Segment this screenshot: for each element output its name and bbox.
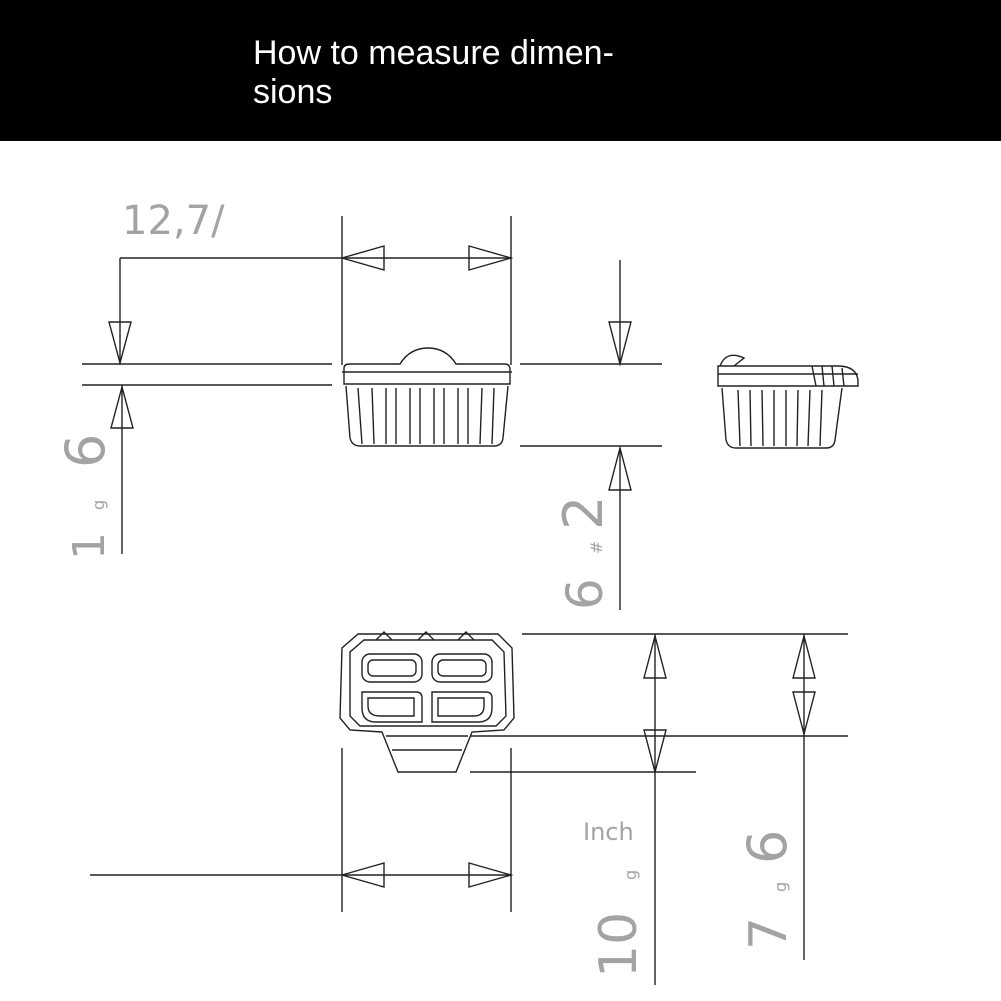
left-height-dimension xyxy=(82,258,332,554)
left-height-sub: g xyxy=(89,500,108,510)
lower-height-label-group: 7 g 6 xyxy=(736,830,799,950)
header-bar: How to measure dimen- sions xyxy=(0,0,1001,141)
width-label: 12,7/ xyxy=(122,198,225,244)
depth-label-group: 10 g xyxy=(589,870,649,978)
width-dimension-lines xyxy=(120,216,514,365)
unit-label: Inch xyxy=(583,818,634,846)
page-title: How to measure dimen- sions xyxy=(253,34,614,111)
left-height-end: 6 xyxy=(54,434,117,468)
left-height-label-group: 1 g 6 xyxy=(54,434,117,560)
part-bottom-view xyxy=(339,631,515,773)
lower-height-sub: g xyxy=(771,882,790,892)
part-front-view xyxy=(342,347,512,447)
depth-sub: g xyxy=(621,870,640,880)
bottom-view-dimensions xyxy=(470,633,848,985)
right-height-label-group: 6 # 2 xyxy=(552,496,615,610)
bottom-width-dimension xyxy=(90,748,514,912)
lower-height-label: 7 xyxy=(739,917,799,950)
depth-label: 10 xyxy=(589,912,649,978)
right-height-end: 2 xyxy=(552,496,615,530)
lower-height-end: 6 xyxy=(736,830,799,864)
right-height-dimension xyxy=(520,260,662,610)
left-height-label: 1 xyxy=(64,532,115,560)
part-side-view xyxy=(717,354,859,449)
right-height-sub: # xyxy=(587,541,606,554)
right-height-label: 6 xyxy=(556,578,614,610)
